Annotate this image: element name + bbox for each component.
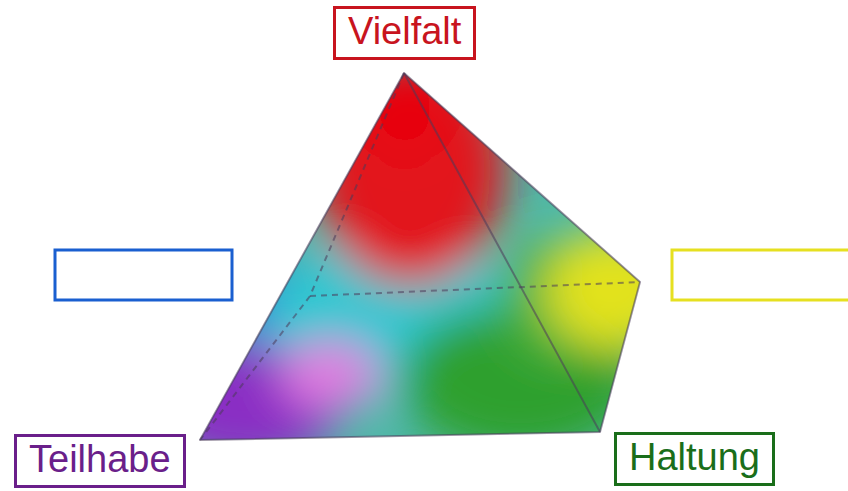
label-box: Teilhabe [14,434,186,488]
label-text: Haltung [629,436,760,480]
label-box: Haltung [614,432,775,486]
pyramid-edges [200,73,640,440]
label-text: Teilhabe [29,438,171,482]
empty-box [55,250,232,300]
label-box: Vielfalt [333,6,476,60]
label-text: Vielfalt [348,10,461,54]
empty-box [672,250,848,300]
